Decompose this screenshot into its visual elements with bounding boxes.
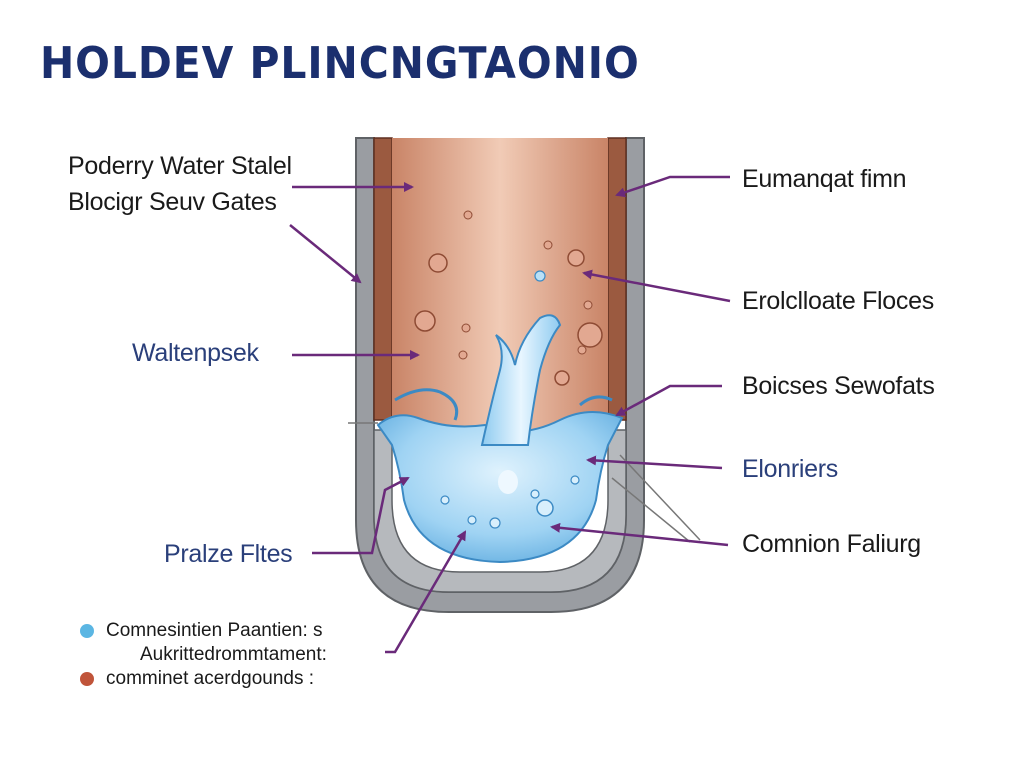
arrow-legend	[385, 530, 467, 654]
label-waltenpsek: Waltenpsek	[132, 339, 259, 367]
diagram-title: HOLDEV PLINCNGTAONIO	[40, 38, 640, 89]
legend-item-1: Comnesintien Paantien: s	[80, 620, 323, 642]
arrow-boicses	[615, 384, 722, 417]
label-comnion-faliurg: Comnion Faliurg	[742, 530, 921, 558]
arrow-erolclloate	[582, 269, 731, 303]
sediment-particles	[414, 210, 603, 386]
label-erolclloate-floces: Erolclloate Floces	[742, 287, 934, 315]
splash-right	[579, 395, 613, 407]
arrow-elonriers	[586, 455, 723, 470]
arrow-blocigr	[289, 224, 362, 284]
legend-item-2: Aukrittedrommtament:	[140, 644, 327, 666]
legend-item-3: comminet acerdgounds :	[80, 668, 314, 690]
legend-dot-blue	[80, 624, 94, 638]
splash-left	[394, 388, 459, 421]
label-eumanqat-fimn: Eumanqat fimn	[742, 165, 907, 193]
legend-dot-red	[80, 672, 94, 686]
water-jet	[480, 314, 562, 446]
legend-text-2: Aukrittedrommtament:	[140, 644, 327, 665]
arrow-comnion	[550, 522, 729, 547]
label-boicses-sewofats: Boicses Sewofats	[742, 372, 935, 400]
annotation-arrows	[289, 175, 731, 654]
label-blocigr-gates: Blocigr Seuv Gates	[68, 188, 277, 216]
arrow-pralze	[312, 476, 410, 555]
label-elonriers: Elonriers	[742, 455, 838, 483]
label-pralze-fltes: Pralze Fltes	[164, 540, 293, 568]
legend-text-3: comminet acerdgounds :	[106, 668, 315, 689]
arrow-eumanqat	[615, 175, 730, 198]
leader-grey-3	[619, 454, 701, 541]
legend-text-1: Comnesintien Paantien: s	[106, 620, 323, 641]
pipe-wall-left	[373, 137, 393, 421]
label-poderry-water: Poderry Water Stalel	[68, 152, 292, 180]
water-bubbles	[440, 470, 580, 529]
leader-grey-2	[611, 477, 691, 543]
